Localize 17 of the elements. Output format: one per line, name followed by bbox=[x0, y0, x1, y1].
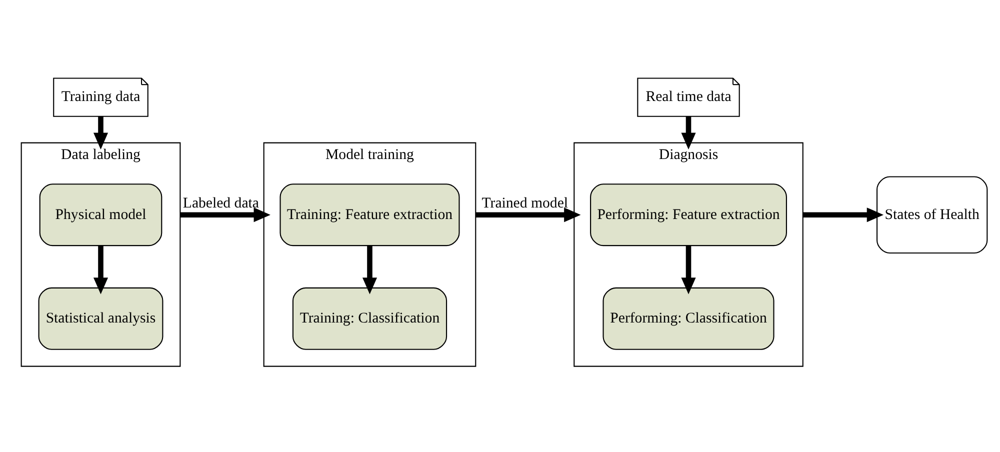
node-box: Training: Feature extraction bbox=[280, 183, 460, 246]
arrow bbox=[362, 245, 378, 294]
arrow bbox=[93, 116, 108, 149]
arrow bbox=[180, 207, 270, 222]
arrow bbox=[476, 207, 581, 222]
arrow bbox=[681, 116, 696, 149]
arrow bbox=[681, 245, 696, 294]
node-box: Performing: Classification bbox=[602, 286, 774, 350]
node-box: Physical model bbox=[39, 183, 162, 246]
node-box: Training: Classification bbox=[292, 286, 448, 350]
node-box: States of Health bbox=[876, 176, 988, 253]
edge-label: Labeled data bbox=[182, 195, 259, 212]
edge-label: Trained model bbox=[482, 195, 568, 212]
node-box: Statistical analysis bbox=[38, 286, 164, 350]
node-box: Performing: Feature extraction bbox=[590, 183, 787, 246]
arrow bbox=[802, 207, 884, 222]
arrow bbox=[93, 245, 108, 294]
